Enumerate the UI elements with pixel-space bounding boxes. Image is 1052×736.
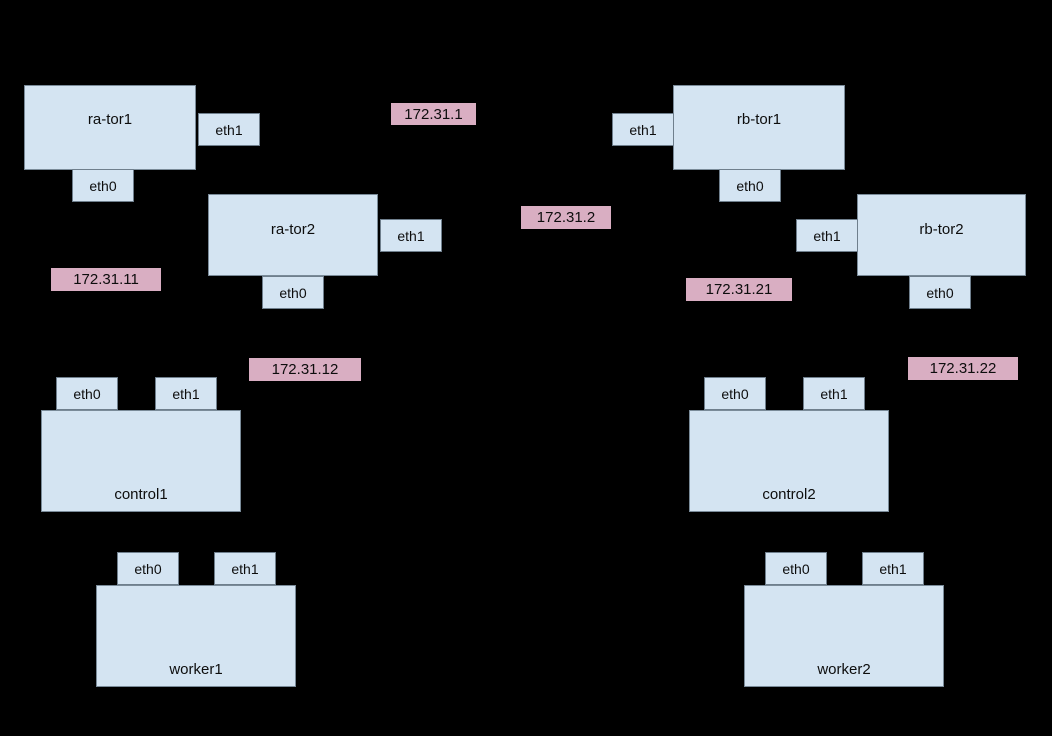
- port-rb-tor2-eth1[interactable]: eth1: [796, 219, 858, 252]
- port-rb-tor1-eth1[interactable]: eth1: [612, 113, 674, 146]
- node-label-worker1: worker1: [169, 661, 223, 678]
- network-label-net-172-31-2: 172.31.2: [521, 206, 611, 229]
- port-ra-tor2-eth0[interactable]: eth0: [262, 276, 324, 309]
- port-control2-eth1[interactable]: eth1: [803, 377, 865, 410]
- node-control1[interactable]: control1: [41, 410, 241, 512]
- port-worker2-eth1[interactable]: eth1: [862, 552, 924, 585]
- port-rb-tor1-eth0[interactable]: eth0: [719, 169, 781, 202]
- node-label-control1: control1: [114, 486, 168, 503]
- node-rb-tor1[interactable]: rb-tor1: [673, 85, 845, 170]
- port-worker1-eth0[interactable]: eth0: [117, 552, 179, 585]
- node-worker2[interactable]: worker2: [744, 585, 944, 687]
- port-ra-tor2-eth1[interactable]: eth1: [380, 219, 442, 252]
- node-label-worker2: worker2: [817, 661, 871, 678]
- network-label-net-172-31-12: 172.31.12: [249, 358, 361, 381]
- port-rb-tor2-eth0[interactable]: eth0: [909, 276, 971, 309]
- node-control2[interactable]: control2: [689, 410, 889, 512]
- node-worker1[interactable]: worker1: [96, 585, 296, 687]
- port-worker2-eth0[interactable]: eth0: [765, 552, 827, 585]
- node-ra-tor2[interactable]: ra-tor2: [208, 194, 378, 276]
- port-control1-eth0[interactable]: eth0: [56, 377, 118, 410]
- port-ra-tor1-eth0[interactable]: eth0: [72, 169, 134, 202]
- network-label-net-172-31-1: 172.31.1: [391, 103, 476, 125]
- port-worker1-eth1[interactable]: eth1: [214, 552, 276, 585]
- port-control2-eth0[interactable]: eth0: [704, 377, 766, 410]
- node-rb-tor2[interactable]: rb-tor2: [857, 194, 1026, 276]
- node-label-control2: control2: [762, 486, 816, 503]
- port-ra-tor1-eth1[interactable]: eth1: [198, 113, 260, 146]
- network-label-net-172-31-11: 172.31.11: [51, 268, 161, 291]
- node-label-rb-tor1: rb-tor1: [736, 111, 782, 128]
- network-label-net-172-31-22: 172.31.22: [908, 357, 1018, 380]
- node-label-ra-tor2: ra-tor2: [270, 221, 316, 238]
- node-label-rb-tor2: rb-tor2: [919, 221, 964, 238]
- node-ra-tor1[interactable]: ra-tor1: [24, 85, 196, 170]
- port-control1-eth1[interactable]: eth1: [155, 377, 217, 410]
- network-label-net-172-31-21: 172.31.21: [686, 278, 792, 301]
- node-label-ra-tor1: ra-tor1: [87, 111, 133, 128]
